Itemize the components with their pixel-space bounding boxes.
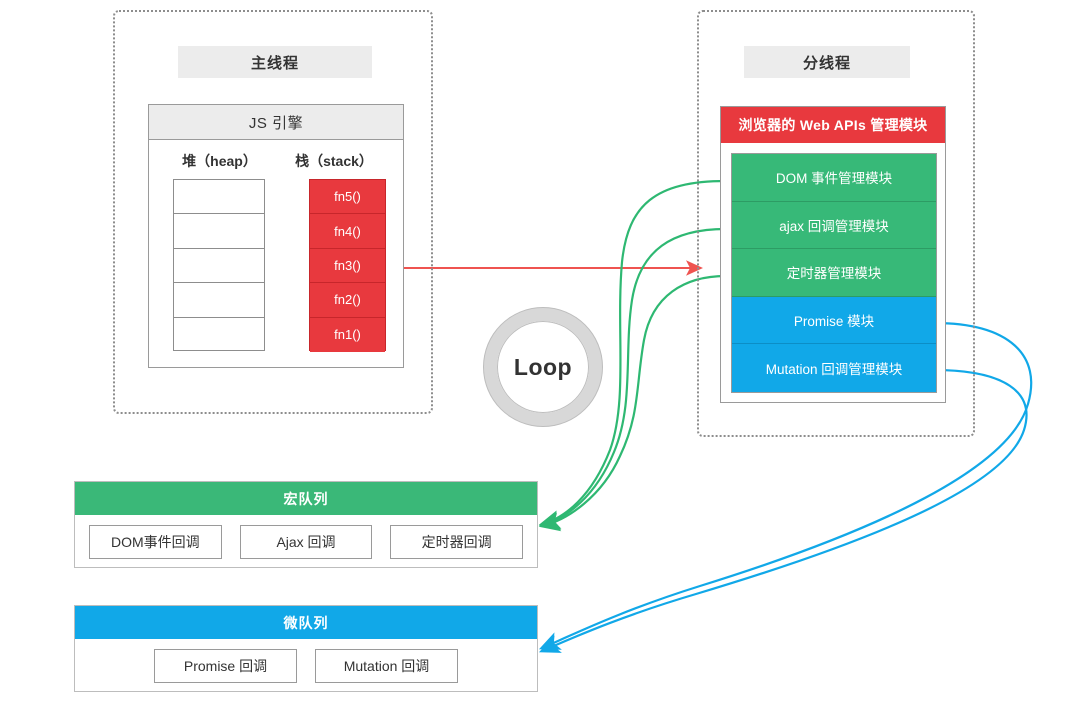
micro-queue-panel: 微队列 Promise 回调 Mutation 回调 — [74, 605, 538, 692]
stack-frame: fn4() — [310, 214, 385, 249]
stack-frame: fn1() — [310, 317, 385, 352]
call-stack-column: fn5() fn4() fn3() fn2() fn1() — [309, 179, 386, 352]
micro-queue-title: 微队列 — [75, 606, 537, 639]
module-timer[interactable]: 定时器管理模块 — [732, 249, 936, 297]
macro-queue-item[interactable]: 定时器回调 — [390, 524, 524, 559]
stack-frame: fn5() — [310, 180, 385, 215]
heap-label: 堆（heap） — [182, 153, 257, 169]
module-mutation[interactable]: Mutation 回调管理模块 — [732, 344, 936, 392]
module-dom-events[interactable]: DOM 事件管理模块 — [732, 154, 936, 202]
micro-queue-item[interactable]: Promise 回调 — [154, 648, 297, 683]
heap-cell — [174, 283, 264, 318]
main-thread-panel — [113, 10, 433, 414]
macro-queue-item[interactable]: Ajax 回调 — [239, 524, 373, 559]
heap-cell — [174, 318, 264, 352]
micro-queue-item[interactable]: Mutation 回调 — [315, 648, 458, 683]
web-apis-header: 浏览器的 Web APIs 管理模块 — [721, 107, 945, 143]
heap-column — [173, 179, 265, 351]
js-engine-title: JS 引擎 — [149, 105, 403, 140]
heap-cell — [174, 214, 264, 249]
macro-queue-item[interactable]: DOM事件回调 — [89, 524, 222, 559]
module-promise[interactable]: Promise 模块 — [732, 296, 936, 345]
macro-queue-panel: 宏队列 DOM事件回调 Ajax 回调 定时器回调 — [74, 481, 538, 568]
stack-frame: fn3() — [310, 248, 385, 284]
main-thread-title: 主线程 — [178, 46, 372, 78]
worker-thread-panel — [697, 10, 975, 437]
heap-cell — [174, 180, 264, 215]
web-apis-box: 浏览器的 Web APIs 管理模块 DOM 事件管理模块 ajax 回调管理模… — [720, 106, 946, 403]
micro-queue-items: Promise 回调 Mutation 回调 — [75, 639, 537, 692]
worker-thread-title: 分线程 — [744, 46, 910, 78]
stack-frame: fn2() — [310, 283, 385, 318]
module-ajax-callback[interactable]: ajax 回调管理模块 — [732, 201, 936, 250]
heap-cell — [174, 249, 264, 284]
macro-queue-items: DOM事件回调 Ajax 回调 定时器回调 — [75, 515, 537, 568]
stack-label: 栈（stack） — [295, 153, 373, 169]
web-apis-module-list: DOM 事件管理模块 ajax 回调管理模块 定时器管理模块 Promise 模… — [731, 153, 937, 393]
macro-queue-title: 宏队列 — [75, 482, 537, 515]
event-loop-label: Loop — [513, 353, 573, 380]
event-loop-ring: Loop — [484, 308, 602, 426]
js-engine-box: JS 引擎 堆（heap） 栈（stack） fn5() fn4() fn3()… — [148, 104, 404, 368]
